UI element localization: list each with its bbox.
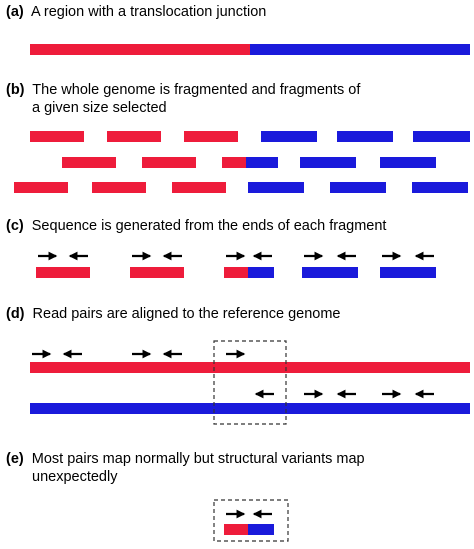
fragment-red (107, 131, 161, 142)
panel-b-fragments (14, 131, 470, 193)
fragment-blue (302, 267, 358, 278)
panel-c-text: Sequence is generated from the ends of e… (32, 218, 387, 234)
chromosome-red-segment (30, 44, 250, 55)
junction-fragment-red (224, 524, 248, 535)
panel-d-caption: (d) Read pairs are aligned to the refere… (6, 306, 340, 322)
junction-fragment-blue (248, 524, 274, 535)
fragment-red (130, 267, 184, 278)
panel-b-caption: (b) The whole genome is fragmented and f… (6, 82, 361, 98)
panel-c-label: (c) (6, 218, 24, 234)
panel-b-text: The whole genome is fragmented and fragm… (32, 82, 361, 98)
fragment-blue (413, 131, 470, 142)
panel-c-caption: (c) Sequence is generated from the ends … (6, 218, 386, 234)
junction-fragment (224, 267, 274, 278)
panel-b-label: (b) (6, 82, 25, 98)
fragment-blue (248, 182, 304, 193)
fragment-red (92, 182, 146, 193)
panel-e-structural-variant (213, 499, 289, 542)
discordant-pair-highlight-box (213, 340, 287, 425)
fragment-blue (337, 131, 393, 142)
panel-a-label: (a) (6, 4, 24, 20)
fragment-red (62, 157, 116, 168)
panel-d-text: Read pairs are aligned to the reference … (33, 306, 341, 322)
fragment-blue (261, 131, 317, 142)
panel-e-text: Most pairs map normally but structural v… (32, 451, 365, 467)
fragment-red (14, 182, 68, 193)
reference-chromosome-red (30, 362, 470, 373)
fragment-red (172, 182, 226, 193)
panel-c-read-pairs (36, 251, 436, 278)
fragment-blue (380, 157, 436, 168)
structural-variant-highlight-box (213, 499, 289, 542)
fragment-red (184, 131, 238, 142)
panel-d-alignment (30, 340, 470, 425)
fragment-red (30, 131, 84, 142)
panel-a-caption: (a) A region with a translocation juncti… (6, 4, 266, 20)
panel-b-text-line2: a given size selected (32, 100, 167, 116)
fragment-red (36, 267, 90, 278)
aligned-read-arrows (32, 349, 434, 399)
fragment-red (142, 157, 196, 168)
junction-fragment (222, 157, 278, 168)
panel-a-text: A region with a translocation junction (31, 4, 266, 20)
panel-d-label: (d) (6, 306, 25, 322)
panel-a-region (30, 44, 470, 55)
fragment-blue (412, 182, 468, 193)
reference-chromosome-blue (30, 403, 470, 414)
chromosome-blue-segment (250, 44, 470, 55)
panel-e-caption: (e) Most pairs map normally but structur… (6, 451, 365, 467)
fragment-blue (380, 267, 436, 278)
panel-e-text-line2: unexpectedly (32, 469, 118, 485)
fragment-blue (330, 182, 386, 193)
panel-e-label: (e) (6, 451, 24, 467)
fragment-blue (300, 157, 356, 168)
